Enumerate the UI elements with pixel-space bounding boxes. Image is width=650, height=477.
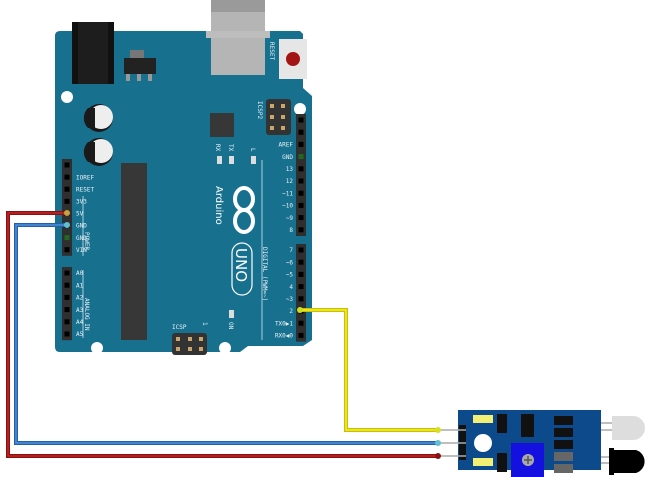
icsp2-label: ICSP2 bbox=[256, 101, 263, 119]
power-pins-header bbox=[62, 159, 72, 256]
arduino-logo-icon bbox=[233, 186, 255, 234]
tx-led bbox=[229, 156, 234, 164]
pin-label: TX0▶1 bbox=[275, 320, 293, 327]
header-pin[interactable] bbox=[64, 198, 70, 204]
pin-label: RESET bbox=[76, 186, 94, 193]
pin-label: GND bbox=[76, 223, 87, 230]
pin-label: A1 bbox=[76, 282, 84, 289]
pin-label: A2 bbox=[76, 295, 84, 302]
pin-label: ~3 bbox=[286, 296, 294, 303]
rx-led bbox=[217, 156, 222, 164]
header-pin[interactable] bbox=[298, 178, 304, 184]
header-pin[interactable] bbox=[64, 174, 70, 180]
pin-label: IOREF bbox=[76, 174, 94, 181]
pin-label: GND bbox=[282, 154, 293, 161]
pin-label: 13 bbox=[286, 166, 294, 173]
header-pin[interactable] bbox=[298, 166, 304, 172]
reset-label: RESET bbox=[268, 42, 275, 60]
brand-name: Arduino bbox=[213, 186, 224, 225]
microcontroller-chip bbox=[121, 163, 147, 340]
digital-label: DIGITAL (PWM=~) bbox=[261, 247, 268, 301]
header-pin[interactable] bbox=[64, 270, 70, 276]
pin-label: A3 bbox=[76, 307, 84, 314]
power-label: POWER bbox=[83, 232, 90, 250]
l-led bbox=[251, 156, 256, 164]
header-pin[interactable] bbox=[298, 320, 304, 326]
pin-label: ~5 bbox=[286, 272, 294, 279]
pin-label: A5 bbox=[76, 331, 84, 338]
capacitor bbox=[83, 138, 113, 166]
header-pin[interactable] bbox=[298, 227, 304, 233]
header-pin[interactable] bbox=[64, 294, 70, 300]
ir-emitter-led bbox=[601, 416, 645, 440]
mounting-hole bbox=[61, 91, 73, 103]
model-name: UNO bbox=[232, 248, 250, 282]
header-pin[interactable] bbox=[298, 247, 304, 253]
arduino-board[interactable] bbox=[55, 31, 312, 352]
digital-low-pins-header bbox=[296, 244, 306, 342]
pin-label: 3V3 bbox=[76, 199, 87, 206]
header-pin[interactable] bbox=[298, 284, 304, 290]
pin-label: 5V bbox=[76, 211, 84, 218]
header-pin[interactable] bbox=[298, 296, 304, 302]
signal-wire[interactable] bbox=[300, 308, 438, 432]
pin-label: RX0◀0 bbox=[275, 333, 293, 340]
analog-label: ANALOG IN bbox=[83, 298, 90, 331]
icsp-header bbox=[172, 333, 207, 355]
header-pin[interactable] bbox=[298, 271, 304, 277]
mounting-hole bbox=[294, 103, 306, 115]
rx-label: RX bbox=[214, 144, 221, 152]
header-pin[interactable] bbox=[64, 186, 70, 192]
icsp2-header bbox=[266, 99, 291, 135]
ir-receiver-led bbox=[601, 448, 645, 475]
on-led bbox=[229, 310, 234, 318]
pin-label: A0 bbox=[76, 270, 84, 277]
header-pin[interactable] bbox=[64, 331, 70, 337]
l-label: L bbox=[249, 148, 256, 152]
digital-high-pins-header bbox=[296, 114, 306, 236]
pin-label: GND bbox=[76, 235, 87, 242]
header-pin[interactable] bbox=[298, 117, 304, 123]
header-pin[interactable] bbox=[298, 190, 304, 196]
header-pin[interactable] bbox=[64, 162, 70, 168]
header-pin[interactable] bbox=[298, 129, 304, 135]
pin-label: 7 bbox=[289, 247, 293, 254]
pin-label: AREF bbox=[279, 142, 294, 149]
pin-label: ~11 bbox=[282, 190, 293, 197]
header-pin[interactable] bbox=[298, 332, 304, 338]
pin-label: VIN bbox=[76, 247, 87, 254]
mounting-hole bbox=[91, 342, 103, 354]
capacitor bbox=[83, 104, 113, 132]
pin-label: 4 bbox=[289, 284, 293, 291]
mounting-hole bbox=[219, 342, 231, 354]
header-pin[interactable] bbox=[298, 202, 304, 208]
usb-chip bbox=[210, 113, 234, 137]
tx-label: TX bbox=[227, 144, 234, 152]
header-pin[interactable] bbox=[298, 141, 304, 147]
header-pin[interactable] bbox=[64, 282, 70, 288]
header-pin[interactable] bbox=[64, 235, 70, 241]
header-pin[interactable] bbox=[64, 307, 70, 313]
pin-label: 2 bbox=[289, 308, 293, 315]
analog-pins-header bbox=[62, 267, 72, 341]
pin-label: ~6 bbox=[286, 259, 294, 266]
icsp-pin1-label: 1 bbox=[201, 322, 208, 326]
voltage-regulator bbox=[124, 50, 156, 81]
header-pin[interactable] bbox=[298, 259, 304, 265]
header-pin[interactable] bbox=[298, 215, 304, 221]
header-pin[interactable] bbox=[64, 319, 70, 325]
ir-sensor-module[interactable] bbox=[438, 410, 601, 477]
on-label: ON bbox=[227, 322, 234, 330]
reset-button[interactable] bbox=[279, 39, 307, 79]
icsp-label: ICSP bbox=[172, 324, 187, 331]
pin-label: 12 bbox=[286, 178, 294, 185]
pin-label: ~10 bbox=[282, 203, 293, 210]
header-pin[interactable] bbox=[64, 247, 70, 253]
pin-label: A4 bbox=[76, 319, 84, 326]
pin-label: 8 bbox=[289, 227, 293, 234]
pin-label: ~9 bbox=[286, 215, 294, 222]
header-pin[interactable] bbox=[298, 154, 304, 160]
